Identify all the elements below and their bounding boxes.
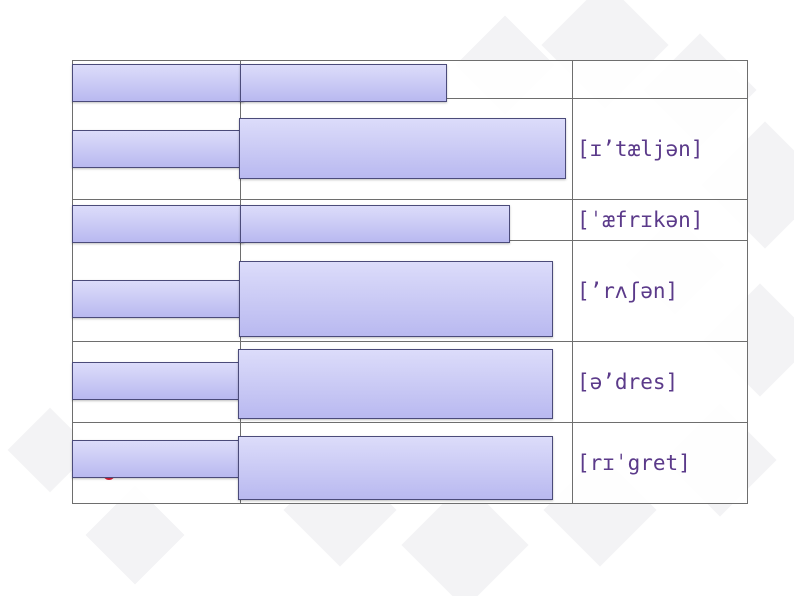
word-cover-box-6[interactable] [72,440,244,478]
word-cover-box-3[interactable] [72,205,244,243]
meaning-cover-box-2[interactable] [239,118,566,179]
phonetic-cell: [’rʌʃən] [572,240,748,342]
meaning-cover-box-6[interactable] [238,436,553,500]
phonetic-text: [ˈæfrɪkən] [577,208,704,232]
phonetic-text: [’rʌʃən] [577,279,679,303]
phonetic-cell: [ɪ’tæljən] [572,98,748,200]
phonetic-cell [572,60,748,99]
phonetic-text: [rɪˈgret] [577,451,691,475]
phonetic-cell: [ə’dres] [572,341,748,423]
phonetic-text: [ə’dres] [577,370,679,394]
word-cover-box-4[interactable] [72,280,244,318]
meaning-cover-box-1[interactable] [240,64,447,102]
word-cover-box-5[interactable] [72,362,244,400]
phonetic-cell: [ˈæfrɪkən] [572,199,748,241]
phonetic-text: [ɪ’tæljən] [577,137,704,161]
meaning-cover-box-5[interactable] [238,349,553,419]
phonetic-text [573,68,577,92]
word-cover-box-2[interactable] [72,130,244,168]
meaning-cover-box-3[interactable] [240,205,510,243]
meaning-cover-box-4[interactable] [239,261,553,337]
phonetic-cell: [rɪˈgret] [572,422,748,504]
word-cover-box-1[interactable] [72,64,244,102]
